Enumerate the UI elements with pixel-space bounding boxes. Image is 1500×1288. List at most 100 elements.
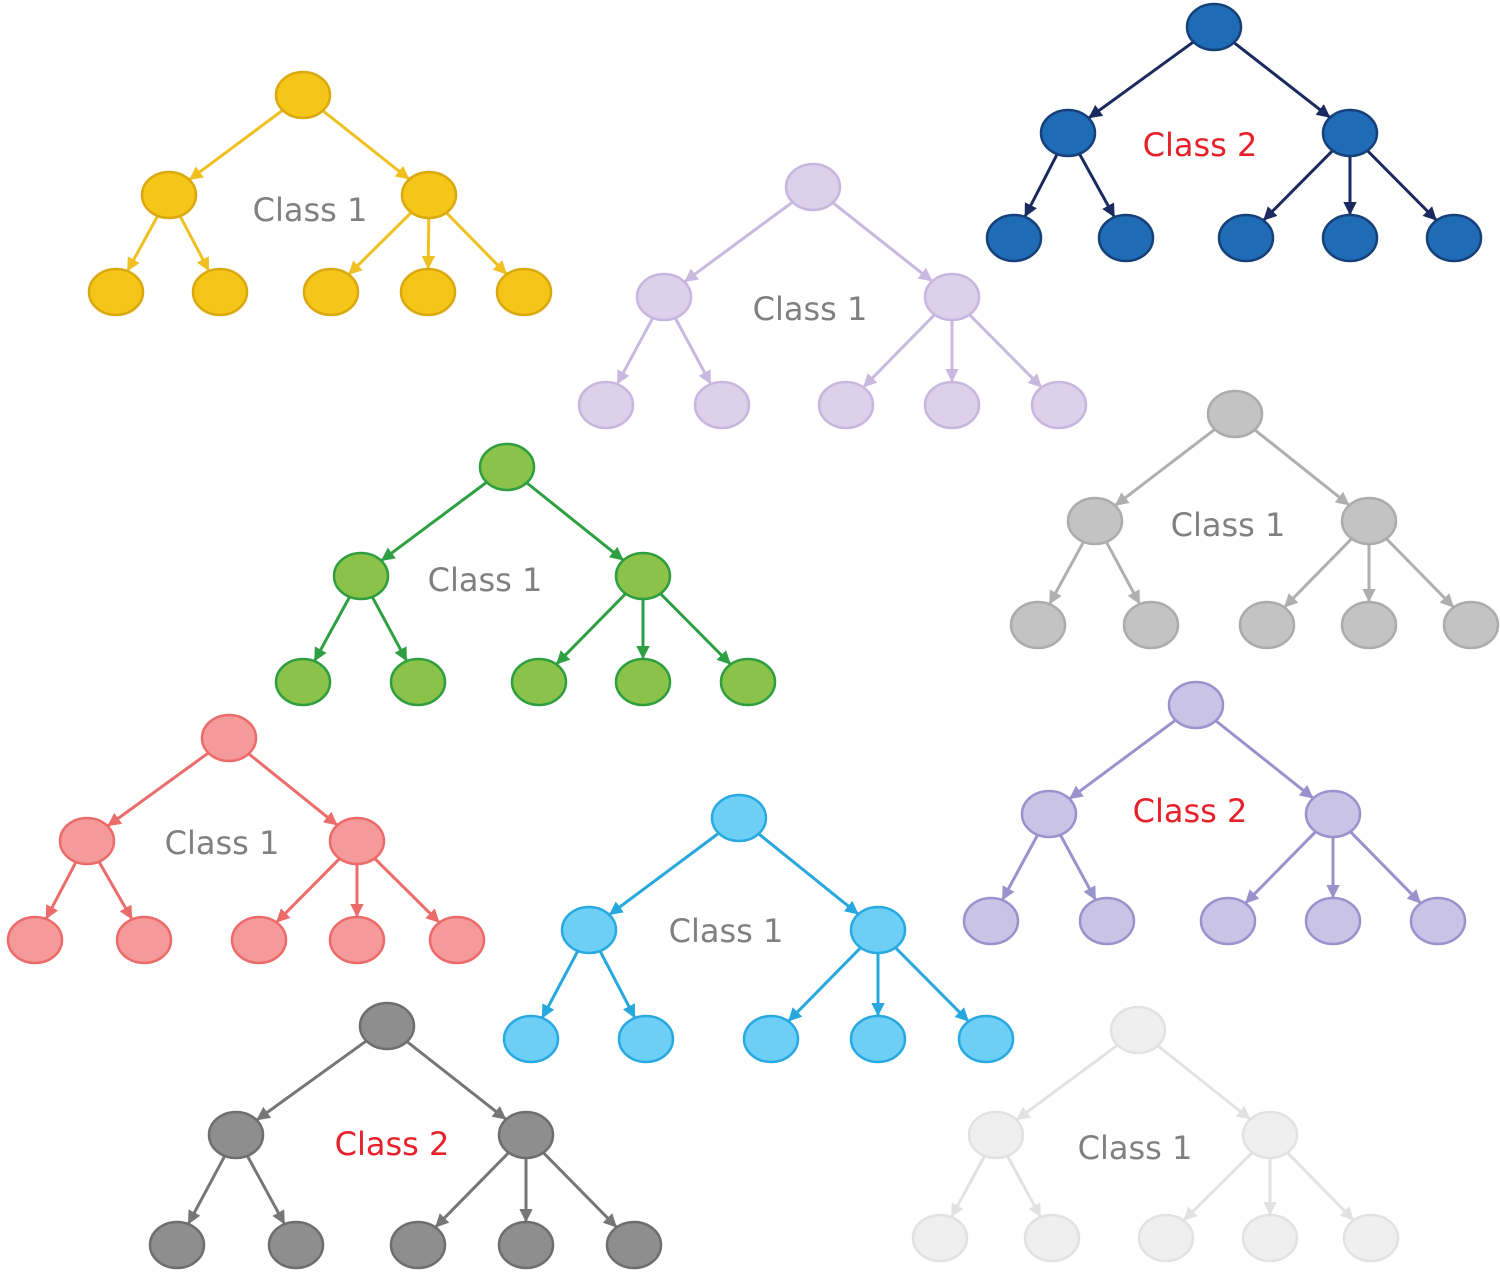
tree-leaf-node xyxy=(1023,1213,1081,1263)
tree-edge xyxy=(966,312,1042,388)
tree-edge xyxy=(609,830,722,916)
tree-root-node xyxy=(358,1001,416,1051)
tree-edge xyxy=(126,213,160,272)
tree-class-label: Class 2 xyxy=(335,1125,450,1163)
tree-leaf-node xyxy=(87,267,145,317)
tree-edge xyxy=(1213,718,1314,799)
tree-edge xyxy=(524,480,624,561)
tree-edge xyxy=(107,750,211,827)
tree-node xyxy=(58,816,116,866)
tree-edge xyxy=(1114,426,1218,507)
tree-leaf-node xyxy=(1199,896,1257,946)
tree-leaf-node xyxy=(911,1213,969,1263)
tree-edge xyxy=(541,948,581,1019)
tree-node xyxy=(1039,108,1097,158)
tree-edge xyxy=(1263,148,1336,221)
tree-edge xyxy=(1347,829,1422,904)
tree-leaf-node xyxy=(1217,213,1275,263)
tree-leaf-node xyxy=(274,657,332,707)
tree-leaf-node xyxy=(957,1014,1015,1064)
tree-class-label: Class 2 xyxy=(1133,792,1248,830)
tree-leaf-node xyxy=(1241,1213,1299,1263)
tree-leaf-node xyxy=(1304,896,1362,946)
tree-root-node xyxy=(1185,2,1243,52)
tree-edge xyxy=(657,591,731,665)
tree-edge xyxy=(1069,717,1179,800)
tree-class-label: Class 1 xyxy=(253,191,368,229)
tree-edge xyxy=(187,1153,228,1225)
tree-edge xyxy=(381,479,490,562)
tree-leaf-node xyxy=(985,213,1043,263)
tree-edge xyxy=(245,1153,286,1225)
tree-edge xyxy=(96,859,133,920)
tree-edge xyxy=(540,1150,618,1228)
tree-class-label: Class 1 xyxy=(165,824,280,862)
tree-node xyxy=(923,272,981,322)
tree-edge xyxy=(404,1039,507,1120)
tree-leaf-node xyxy=(614,657,672,707)
tree-node xyxy=(332,551,390,601)
tree-edge xyxy=(1252,427,1350,506)
tree-edge xyxy=(443,210,508,275)
tree-leaf-node xyxy=(1340,600,1398,650)
tree-node xyxy=(635,272,693,322)
tree-node xyxy=(614,551,672,601)
tree-edge xyxy=(672,315,712,385)
tree-edge xyxy=(1364,148,1437,221)
tree-leaf-node xyxy=(1321,213,1379,263)
tree-edge xyxy=(189,107,286,181)
tree-leaf-node xyxy=(693,380,751,430)
tree-node xyxy=(140,170,198,220)
tree-leaf-node xyxy=(1409,896,1467,946)
tree-leaf-node xyxy=(1097,213,1155,263)
tree-leaf-node xyxy=(617,1014,675,1064)
tree-leaf-node xyxy=(510,657,568,707)
tree-leaf-node xyxy=(191,267,249,317)
tree-leaf-node xyxy=(389,1220,447,1270)
tree-leaf-node xyxy=(1442,600,1500,650)
tree-edge xyxy=(313,594,352,662)
tree-edge xyxy=(862,312,938,388)
tree-leaf-node xyxy=(605,1220,663,1270)
tree-class-label: Class 1 xyxy=(1171,506,1286,544)
tree-leaf-node xyxy=(502,1014,560,1064)
tree-leaf-node xyxy=(1030,380,1088,430)
tree-class-label: Class 1 xyxy=(428,561,543,599)
tree-root-node xyxy=(274,70,332,120)
tree-leaf-node xyxy=(302,267,360,317)
tree-edge xyxy=(597,948,636,1019)
tree-8: Class 1 xyxy=(502,793,1015,1064)
tree-root-node xyxy=(478,442,536,492)
tree-edge xyxy=(1088,39,1196,119)
tree-leaf-node xyxy=(849,1014,907,1064)
tree-edge xyxy=(684,199,796,283)
tree-10: Class 1 xyxy=(911,1005,1400,1263)
tree-edge xyxy=(1016,1042,1121,1121)
tree-leaf-node xyxy=(577,380,635,430)
tree-edge xyxy=(1244,829,1319,904)
tree-edge xyxy=(421,215,436,270)
tree-node xyxy=(849,905,907,955)
tree-root-node xyxy=(1109,1005,1167,1055)
tree-root-node xyxy=(1167,680,1225,730)
tree-node xyxy=(1066,496,1124,546)
tree-root-node xyxy=(200,713,258,763)
tree-node xyxy=(1020,789,1078,839)
tree-class-label: Class 1 xyxy=(1078,1129,1193,1167)
tree-class-label: Class 2 xyxy=(1143,126,1258,164)
tree-leaf-node xyxy=(719,657,777,707)
tree-root-node xyxy=(710,793,768,843)
tree-leaf-node xyxy=(1425,213,1483,263)
tree-node xyxy=(1304,789,1362,839)
tree-leaf-node xyxy=(399,267,457,317)
tree-node xyxy=(560,905,618,955)
tree-leaf-node xyxy=(428,915,486,965)
tree-edge xyxy=(1048,539,1086,605)
tree-leaf-node xyxy=(148,1220,206,1270)
tree-edge xyxy=(1077,151,1116,218)
tree-root-node xyxy=(1206,389,1264,439)
tree-edge xyxy=(434,1150,512,1228)
tree-leaf-node xyxy=(1238,600,1296,650)
